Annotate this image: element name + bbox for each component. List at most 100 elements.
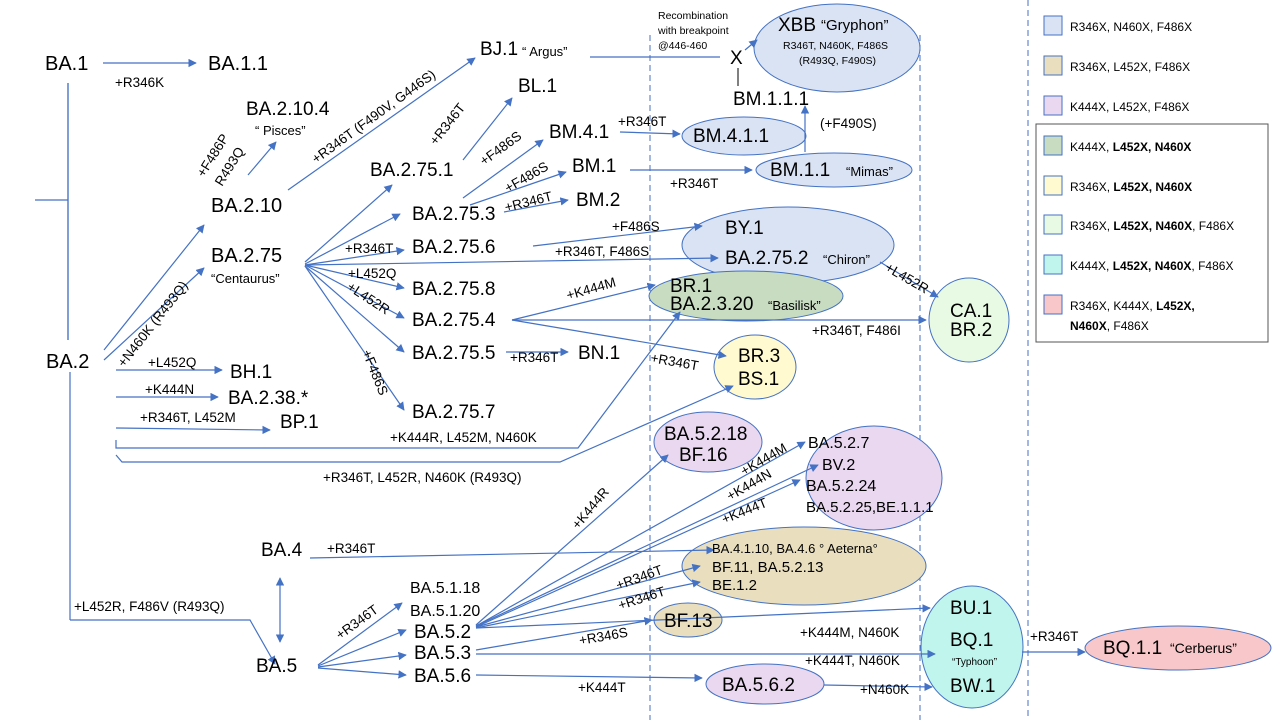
edge-ba275-ba2757	[304, 265, 405, 411]
node-ba2755: BA.2.75.5	[412, 343, 495, 364]
edge-ba275-ba2756	[304, 246, 405, 266]
legend-label: R346X, L452X, F486X	[1070, 60, 1190, 74]
node-bm11: BM.1.1	[770, 160, 830, 181]
legend-swatch	[1043, 254, 1063, 275]
edge-ba210-bj1	[287, 57, 476, 191]
edge-ba4-aeterna	[309, 545, 715, 559]
legend-label: R346X, L452X, N460X	[1070, 180, 1192, 194]
node-ba2758: BA.2.75.8	[412, 279, 495, 300]
node-ba4: BA.4	[261, 540, 303, 561]
edge-ba210-ba2104	[247, 141, 277, 176]
node-bw1: BW.1	[950, 676, 995, 697]
ba527-bubble	[805, 425, 943, 531]
node-br1: BR.1	[670, 276, 712, 297]
legend-swatch	[1043, 95, 1063, 116]
node-bm411: BM.4.1.1	[693, 126, 769, 147]
node-bf13: BF.13	[664, 611, 713, 632]
mut-r346t-br3: +R346T	[649, 350, 699, 373]
mut-l452r-274: +L452R	[344, 279, 392, 318]
node-ba5: BA.5	[256, 656, 297, 677]
nick-centaurus: “Centaurus”	[211, 271, 280, 286]
mut-r346t-bm41: +R346T	[618, 114, 666, 129]
aeterna-bubble	[681, 526, 927, 606]
mut-l452r-f486v: +L452R, F486V (R493Q)	[74, 599, 224, 614]
node-bm1: BM.1	[572, 156, 616, 177]
node-bh1: BH.1	[230, 362, 272, 383]
edge-ba52-bv2	[475, 464, 819, 627]
node-ba5218: BA.5.2.18	[664, 424, 747, 445]
node-bu1: BU.1	[950, 598, 992, 619]
legend-swatch	[1043, 294, 1063, 315]
node-ca1: CA.1	[950, 301, 992, 322]
mut-ba1-r346k: +R346K	[115, 75, 164, 90]
recomb-1: Recombination	[658, 10, 728, 22]
node-ba56: BA.5.6	[414, 666, 471, 687]
nick-gryphon: “Gryphon”	[821, 17, 889, 34]
node-ba562: BA.5.6.2	[722, 675, 795, 696]
edge-ba52-bu1	[475, 604, 931, 629]
node-bm111: BM.1.1.1	[733, 89, 809, 110]
mut-r346t-bm11: +R346T	[670, 176, 718, 191]
nick-argus: “ Argus”	[522, 44, 568, 59]
node-ba2: BA.2	[46, 351, 89, 373]
node-bn1: BN.1	[578, 343, 620, 364]
node-ba2752: BA.2.75.2	[725, 248, 808, 269]
node-bl1: BL.1	[518, 76, 557, 97]
node-br3: BR.3	[738, 346, 780, 367]
mut-r346t-f486i: +R346T, F486I	[812, 323, 901, 338]
chiron-bubble	[681, 206, 895, 284]
ca1-bubble	[928, 277, 1010, 363]
mut-f486s-277: +F486S	[359, 348, 391, 398]
edge-ba275-ba2751	[304, 184, 393, 263]
legend-label: N460X, F486X	[1070, 319, 1149, 333]
legend-label: K444X, L452X, N460X	[1070, 140, 1191, 154]
mut-r346t-l452m: +R346T, L452M	[140, 410, 236, 425]
mut-r346t-276: +R346T	[345, 241, 393, 256]
node-ba5118: BA.5.1.18	[410, 580, 480, 597]
mut-l452q-bh: +L452Q	[148, 355, 196, 370]
mut-r346t-bl: +R346T	[427, 100, 469, 147]
mut-r346t-bq11: +R346T	[1030, 629, 1078, 644]
bm411-bubble	[681, 116, 807, 156]
node-ba5224: BA.5.2.24	[806, 478, 876, 495]
node-ba2751: BA.2.75.1	[370, 160, 453, 181]
basilisk-bubble	[648, 270, 844, 322]
mut-k444m-br1: +K444M	[565, 274, 618, 302]
node-ba2753: BA.2.75.3	[412, 204, 495, 225]
node-bq1: BQ.1	[950, 630, 993, 651]
nick-chiron: “Chiron”	[823, 252, 870, 267]
edge-x-xbb	[744, 39, 758, 51]
mut-k444n: +K444N	[145, 382, 194, 397]
node-be12: BE.1.2	[712, 577, 757, 594]
edge-ba5-ba53	[317, 651, 407, 668]
node-xbb: XBB	[778, 15, 816, 36]
node-ba1: BA.1	[45, 53, 88, 75]
node-ba5120: BA.5.1.20	[410, 603, 480, 620]
node-ba238: BA.2.38.*	[228, 388, 309, 409]
nick-mimas: “Mimas”	[846, 164, 893, 179]
edge-ba2756-by1	[532, 222, 703, 247]
mut-r346t-l452r: +R346T, L452R, N460K (R493Q)	[323, 470, 522, 485]
edge-ba275-ba2753	[304, 213, 401, 265]
edge-ba2-br3-long	[115, 385, 734, 463]
node-bj1: BJ.1	[480, 39, 518, 60]
edge-ba2754-br3	[511, 319, 727, 359]
ba5218-bubble	[653, 411, 763, 473]
typhoon-bubble	[920, 585, 1024, 709]
node-by1: BY.1	[725, 218, 764, 239]
node-ba53: BA.5.3	[414, 643, 471, 664]
legend-label: R346X, L452X, N460X, F486X	[1070, 219, 1234, 233]
edge-ba52-bf11	[475, 563, 701, 628]
mut-k444r-l452m: +K444R, L452M, N460K	[390, 430, 537, 445]
legend-label: K444X, L452X, N460X, F486X	[1070, 259, 1233, 273]
node-ba2757: BA.2.75.7	[412, 402, 495, 423]
edge-ba5-ba52	[317, 628, 407, 667]
bm11-bubble	[755, 152, 913, 188]
edge-ba52-ba527	[475, 441, 806, 627]
mut-r346s: +R346S	[578, 625, 629, 648]
mut-n460k-bw: +N460K	[860, 682, 909, 697]
mut-k444t-n460k: +K444T, N460K	[805, 653, 900, 668]
node-ba2320: BA.2.3.20	[670, 294, 753, 315]
node-ba527: BA.5.2.7	[808, 435, 869, 452]
